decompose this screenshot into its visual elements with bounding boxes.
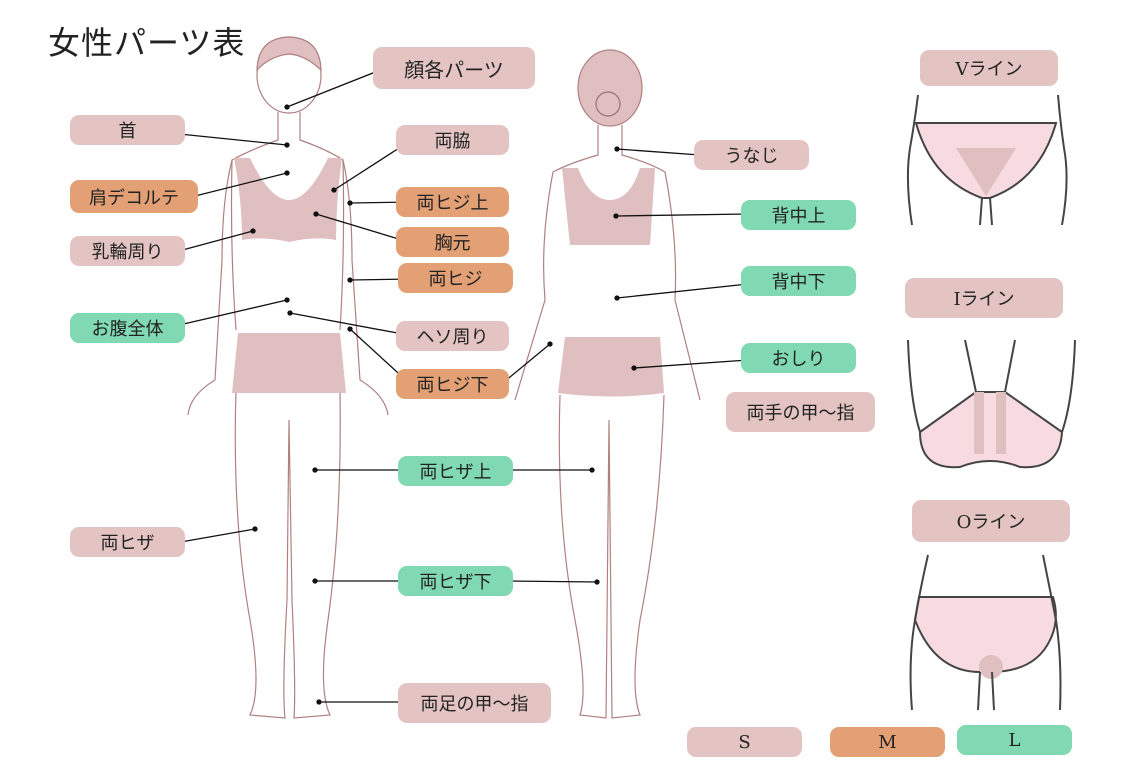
label-hands: 両手の甲〜指 [726, 392, 875, 432]
front-shorts [232, 333, 346, 393]
legend-s: S [687, 727, 802, 757]
label-i-line: Iライン [905, 278, 1063, 318]
v-line-inset [906, 94, 1068, 226]
back-figure [514, 49, 701, 719]
label-lower-back: 背中下 [741, 266, 856, 296]
i-line-inset [907, 339, 1076, 469]
label-elbow: 両ヒジ [398, 263, 513, 293]
back-head [577, 49, 643, 127]
label-buttocks: おしり [741, 343, 856, 373]
label-abdomen: お腹全体 [70, 313, 185, 343]
front-figure [187, 36, 389, 719]
label-neck: 首 [70, 115, 185, 145]
label-lower-leg: 両ヒザ下 [398, 566, 513, 596]
label-underarm: 両脇 [396, 125, 509, 155]
label-o-line: Oライン [912, 500, 1070, 542]
label-face: 顔各パーツ [373, 47, 535, 89]
o-line-inset [909, 554, 1062, 711]
label-navel: ヘソ周り [396, 321, 509, 351]
hair-bun [595, 91, 621, 117]
back-shorts [558, 337, 664, 397]
legend-m: M [830, 727, 945, 757]
legend-l: L [957, 725, 1072, 755]
label-chest: 胸元 [396, 227, 509, 257]
label-upper-arm: 両ヒジ上 [396, 187, 509, 217]
front-hair [256, 36, 322, 72]
label-areola: 乳輪周り [70, 236, 185, 266]
label-shoulder-decollete: 肩デコルテ [70, 180, 198, 213]
label-lower-arm: 両ヒジ下 [396, 369, 509, 399]
label-feet: 両足の甲〜指 [398, 683, 551, 723]
label-thigh: 両ヒザ上 [398, 456, 513, 486]
back-bra [562, 168, 655, 245]
label-v-line: Vライン [920, 50, 1058, 86]
label-knee: 両ヒザ [70, 527, 185, 557]
label-nape: うなじ [694, 140, 809, 170]
label-upper-back: 背中上 [741, 200, 856, 230]
page-title: 女性パーツ表 [48, 24, 246, 62]
